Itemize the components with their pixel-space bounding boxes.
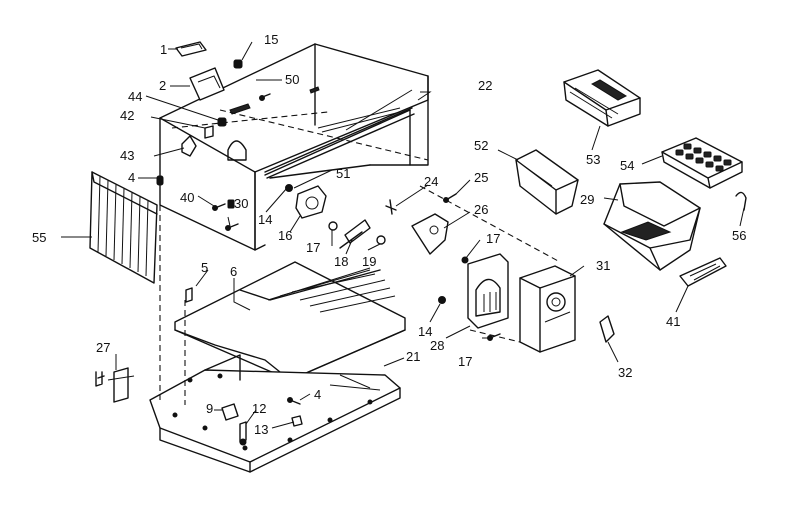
label-4b: 4 [314, 387, 321, 402]
leader-lines [61, 41, 745, 429]
label-54: 54 [620, 158, 634, 173]
label-6: 6 [230, 264, 237, 279]
label-29: 29 [580, 192, 594, 207]
label-30: 30 [234, 196, 248, 211]
label-42: 42 [120, 108, 134, 123]
label-14a: 14 [258, 212, 272, 227]
label-14b: 14 [418, 324, 432, 339]
callout-labels: 1 2 4 4 5 6 9 12 13 14 14 15 16 17 17 17… [32, 32, 746, 437]
label-26: 26 [474, 202, 488, 217]
label-5: 5 [201, 260, 208, 275]
small-parts [95, 41, 509, 446]
grille-panel [89, 171, 158, 284]
label-4a: 4 [128, 170, 135, 185]
right-side-parts [419, 69, 747, 353]
label-50: 50 [285, 72, 299, 87]
label-44: 44 [128, 89, 142, 104]
label-32: 32 [618, 365, 632, 380]
label-31: 31 [596, 258, 610, 273]
label-17a: 17 [306, 240, 320, 255]
label-52: 52 [474, 138, 488, 153]
label-22: 22 [478, 78, 492, 93]
label-17b: 17 [486, 231, 500, 246]
label-55: 55 [32, 230, 46, 245]
label-19: 19 [362, 254, 376, 269]
label-41: 41 [666, 314, 680, 329]
label-17c: 17 [458, 354, 472, 369]
label-25: 25 [474, 170, 488, 185]
shelf [174, 261, 406, 381]
label-56: 56 [732, 228, 746, 243]
label-13: 13 [254, 422, 268, 437]
label-43: 43 [120, 148, 134, 163]
label-9: 9 [206, 401, 213, 416]
base-pan [149, 205, 401, 473]
label-1: 1 [160, 42, 167, 57]
label-24: 24 [424, 174, 438, 189]
label-28: 28 [430, 338, 444, 353]
label-16: 16 [278, 228, 292, 243]
label-51: 51 [336, 166, 350, 181]
liner-box [159, 43, 429, 251]
label-18: 18 [334, 254, 348, 269]
label-12: 12 [252, 401, 266, 416]
label-27: 27 [96, 340, 110, 355]
label-53: 53 [586, 152, 600, 167]
label-21: 21 [406, 349, 420, 364]
label-40: 40 [180, 190, 194, 205]
label-15: 15 [264, 32, 278, 47]
label-2: 2 [159, 78, 166, 93]
